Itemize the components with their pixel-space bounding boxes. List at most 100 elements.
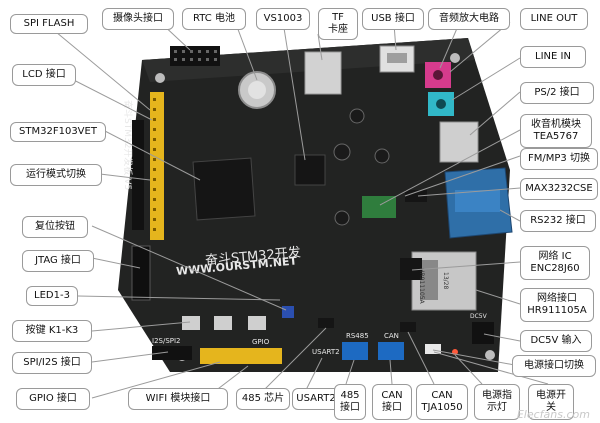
- callout-line: PS/2 接口: [534, 87, 580, 98]
- mount-hole: [450, 53, 460, 63]
- label-reset-button: 复位按钮: [22, 216, 88, 238]
- key-k3: [248, 316, 266, 330]
- can-terminal: [378, 342, 404, 360]
- gpio-header: [200, 348, 282, 364]
- vs1003-chip: [294, 154, 326, 186]
- callout-line: MAX3232CSE: [525, 183, 593, 194]
- callout-line: GPIO 接口: [29, 393, 77, 404]
- power-led: [452, 349, 458, 355]
- silk-dc5v: DC5V: [470, 313, 488, 320]
- label-rtc-battery: RTC 电池: [182, 8, 246, 30]
- callout-line: 485 芯片: [241, 393, 285, 404]
- callout-line: USART2: [296, 393, 336, 404]
- label-jtag-port: JTAG 接口: [22, 250, 94, 272]
- capacitor: [334, 210, 350, 226]
- label-line-in: LINE IN: [520, 46, 586, 68]
- callout-line: ENC28J60: [530, 263, 580, 274]
- callout-line: 收音机模块: [531, 119, 581, 130]
- callout-line: USB 接口: [371, 13, 415, 24]
- label-keys: 按键 K1-K3: [12, 320, 92, 342]
- callout-line: 摄像头接口: [113, 13, 163, 24]
- label-max3232: MAX3232CSE: [520, 178, 598, 200]
- label-rs485-chip: 485 芯片: [236, 388, 290, 410]
- callout-line: RS232 接口: [530, 215, 586, 226]
- label-audio-amp: 音频放大电路: [428, 8, 510, 30]
- silk-gpio: GPIO: [252, 338, 270, 346]
- callout-line: DC5V 输入: [530, 335, 582, 346]
- callout-line: 电源开: [536, 390, 566, 401]
- label-power-led: 电源指示灯: [474, 384, 520, 420]
- label-wifi-port: WIFI 模块接口: [128, 388, 228, 410]
- silk-i2s: I2S/SPI2: [152, 337, 181, 345]
- callout-line: 网络接口: [537, 293, 577, 304]
- label-usb-port: USB 接口: [362, 8, 424, 30]
- watermark: Elecfans.com: [516, 408, 590, 421]
- capacitor: [333, 143, 351, 161]
- silk-net-date: 13/28: [442, 272, 449, 289]
- label-line-out: LINE OUT: [520, 8, 588, 30]
- max3232-chip: [405, 190, 427, 202]
- key-k2: [214, 316, 232, 330]
- label-dc5v-input: DC5V 输入: [520, 330, 592, 352]
- callout-line: 关: [546, 402, 556, 413]
- label-lcd-port: LCD 接口: [12, 64, 76, 86]
- silk-rs485: RS485: [346, 332, 369, 340]
- callout-line: JTAG 接口: [35, 255, 81, 266]
- jtag-header: [131, 245, 151, 301]
- callout-line: LED1-3: [34, 290, 70, 301]
- callout-line: 卡座: [328, 24, 348, 35]
- callout-line: SPI FLASH: [23, 18, 75, 29]
- rs485-terminal: [342, 342, 368, 360]
- ps2-connector: [439, 121, 479, 163]
- can-chip: [400, 322, 416, 332]
- callout-line: WIFI 模块接口: [145, 393, 211, 404]
- callout-line: LINE IN: [535, 51, 571, 62]
- board-vertical-title: 奋斗STM32开发板 V5: [122, 100, 134, 190]
- callout-line: 示灯: [487, 402, 507, 413]
- callout-line: STM32F103VET: [19, 126, 97, 137]
- silk-usart2: USART2: [312, 348, 340, 356]
- lcd-header: [150, 92, 164, 240]
- callout-line: 电源指: [482, 390, 512, 401]
- label-vs1003: VS1003: [256, 8, 310, 30]
- callout-line: TF: [332, 12, 344, 23]
- callout-line: RTC 电池: [193, 13, 235, 24]
- callout-line: CAN: [381, 390, 403, 401]
- callout-line: TEA5767: [533, 131, 579, 142]
- callout-line: 485: [340, 390, 360, 401]
- label-led: LED1-3: [26, 286, 78, 306]
- label-spi-flash: SPI FLASH: [10, 14, 88, 34]
- expansion-header: [132, 120, 144, 230]
- callout-line: TJA1050: [421, 402, 463, 413]
- label-fm-mp3-switch: FM/MP3 切换: [520, 148, 598, 170]
- reset-button: [282, 306, 294, 318]
- callout-line: 按键 K1-K3: [25, 325, 79, 336]
- stm32-mcu: [192, 157, 256, 221]
- callout-line: 接口: [340, 402, 360, 413]
- callout-line: VS1003: [263, 13, 303, 24]
- callout-line: LCD 接口: [22, 69, 66, 80]
- callout-line: LINE OUT: [530, 13, 578, 24]
- tf-socket: [304, 51, 342, 95]
- label-gpio-port: GPIO 接口: [16, 388, 90, 410]
- callout-line: 接口: [382, 402, 402, 413]
- label-rs232-port: RS232 接口: [520, 210, 596, 232]
- capacitor: [374, 148, 390, 164]
- callout-line: SPI/I2S 接口: [23, 357, 81, 368]
- callout-line: 音频放大电路: [439, 13, 499, 24]
- label-camera-port: 摄像头接口: [102, 8, 174, 30]
- callout-line: 运行模式切换: [26, 169, 86, 180]
- mount-hole: [155, 73, 165, 83]
- radio-module: [362, 196, 396, 218]
- silk-net-chip: HR911105A: [418, 268, 425, 305]
- silk-can: CAN: [384, 332, 399, 340]
- label-ps2-port: PS/2 接口: [520, 82, 594, 104]
- rs485-chip: [318, 318, 334, 328]
